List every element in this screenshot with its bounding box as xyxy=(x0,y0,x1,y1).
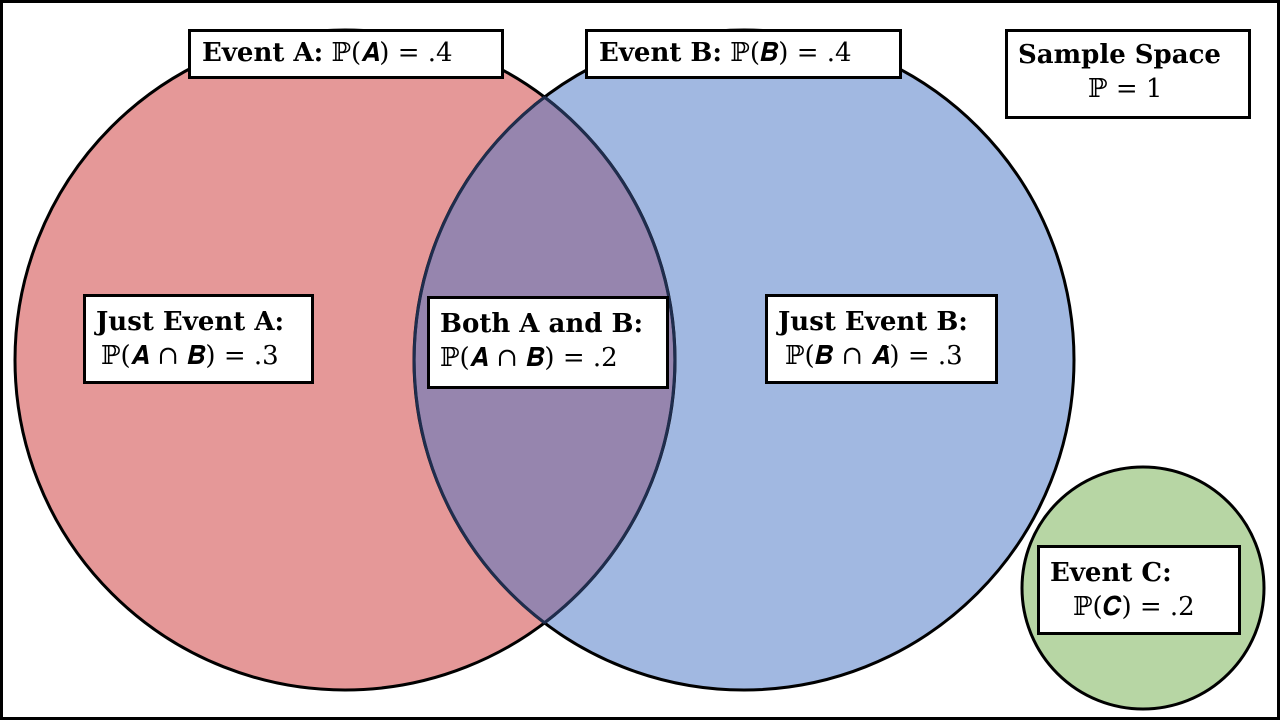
event-c-label: Event C: ℙ(𝑪) = .2 xyxy=(1037,545,1241,635)
just-event-b-probability: ℙ(𝑩 ∩ 𝑨̄) = .3 xyxy=(785,341,963,371)
intersection-region xyxy=(414,30,675,690)
event-a-title: Event A: xyxy=(202,38,324,68)
both-a-and-b-label: Both A and B: ℙ(𝑨 ∩ 𝑩) = .2 xyxy=(427,296,669,389)
sample-space-probability: ℙ = 1 xyxy=(1088,74,1163,104)
sample-space-label: Sample Space ℙ = 1 xyxy=(1005,29,1251,119)
sample-space-title: Sample Space xyxy=(1018,40,1221,70)
just-event-b-title: Just Event B: xyxy=(778,307,968,337)
just-event-a-label: Just Event A: ℙ(𝑨 ∩ 𝑩̄) = .3 xyxy=(83,294,314,384)
event-a-probability: ℙ(𝑨) = .4 xyxy=(331,38,453,68)
just-event-a-probability: ℙ(𝑨 ∩ 𝑩̄) = .3 xyxy=(101,341,279,371)
event-b-probability: ℙ(𝑩) = .4 xyxy=(730,38,852,68)
event-c-probability: ℙ(𝑪) = .2 xyxy=(1073,592,1195,622)
event-c-title: Event C: xyxy=(1050,558,1172,588)
just-event-a-title: Just Event A: xyxy=(96,307,285,337)
event-a-label: Event A: ℙ(𝑨) = .4 xyxy=(188,29,504,79)
event-b-title: Event B: xyxy=(599,38,723,68)
both-a-and-b-title: Both A and B: xyxy=(440,309,644,339)
event-a-arc-inside-b xyxy=(543,95,677,625)
just-event-b-label: Just Event B: ℙ(𝑩 ∩ 𝑨̄) = .3 xyxy=(765,294,998,384)
event-b-arc-inside-a xyxy=(412,95,546,625)
both-a-and-b-probability: ℙ(𝑨 ∩ 𝑩) = .2 xyxy=(440,343,618,373)
event-b-label: Event B: ℙ(𝑩) = .4 xyxy=(585,29,902,79)
